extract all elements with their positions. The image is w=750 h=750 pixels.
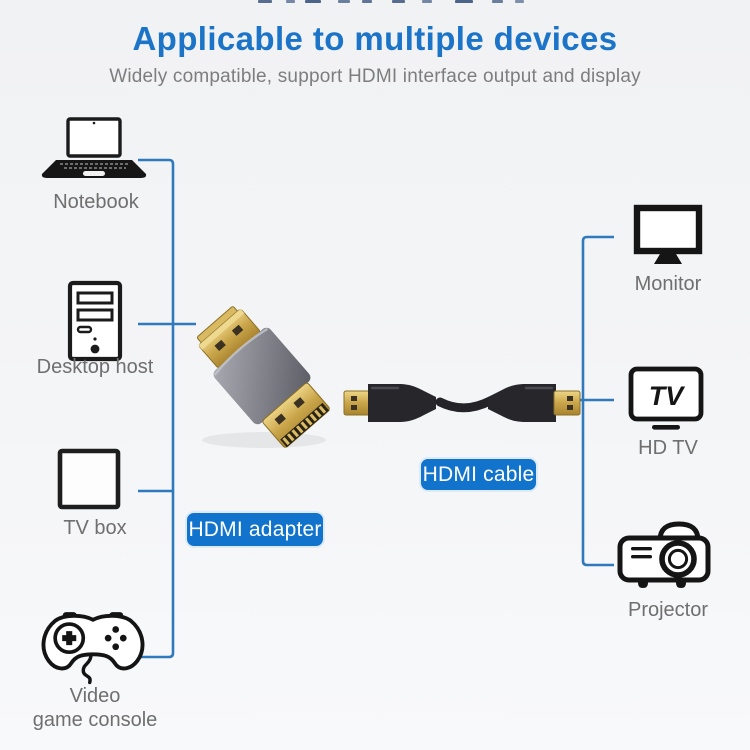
gamepad-icon	[41, 612, 145, 685]
device-label-desktop-host: Desktop host	[36, 356, 154, 378]
device-label-projector: Projector	[627, 599, 709, 621]
device-game-console	[36, 610, 150, 690]
device-desktop-host	[62, 280, 128, 362]
hd-tv-screen-text: TV	[649, 381, 685, 411]
tv-box-icon	[57, 448, 121, 510]
hdmi-cable-tag: HDMI cable	[419, 457, 538, 492]
projector-icon	[617, 521, 711, 588]
device-label-game-console: Video game console	[10, 684, 180, 732]
hdmi-adapter-tag: HDMI adapter	[185, 511, 325, 548]
device-notebook	[36, 116, 152, 190]
desktop-tower-icon	[67, 280, 123, 362]
device-label-monitor: Monitor	[634, 273, 702, 295]
device-label-game-console-line2: game console	[32, 709, 158, 731]
monitor-icon	[633, 204, 703, 264]
device-label-notebook: Notebook	[53, 191, 139, 213]
device-hd-tv: TV	[628, 366, 704, 432]
hdmi-adapter-photo	[196, 306, 330, 448]
device-tv-box	[57, 448, 121, 510]
hd-tv-icon: TV	[628, 366, 704, 430]
laptop-icon	[41, 117, 147, 178]
device-label-game-console-line1: Video	[69, 685, 121, 707]
device-monitor	[633, 204, 703, 266]
hdmi-cable-photo	[343, 384, 581, 422]
page-subtitle: Widely compatible, support HDMI interfac…	[109, 66, 641, 87]
page-title: Applicable to multiple devices	[132, 20, 618, 57]
device-label-hd-tv: HD TV	[638, 437, 698, 459]
device-projector	[616, 518, 712, 594]
device-label-tv-box: TV box	[63, 517, 127, 539]
